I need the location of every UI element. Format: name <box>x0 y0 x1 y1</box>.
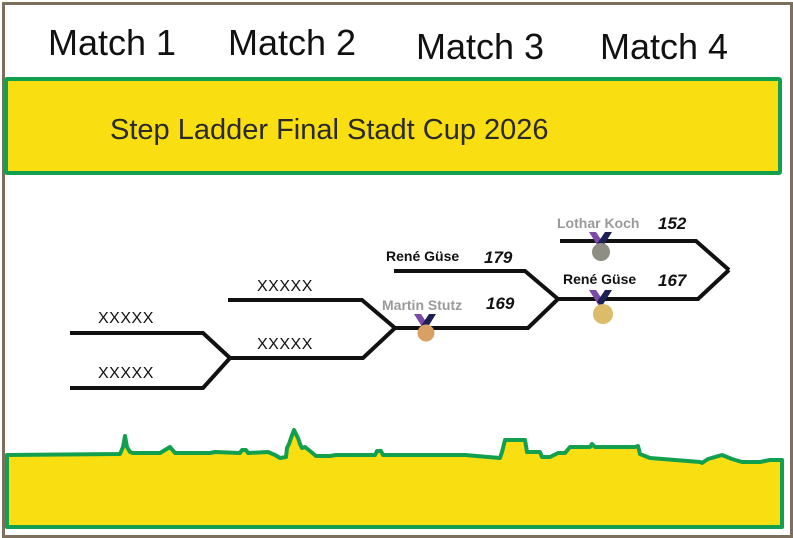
silver-medal-icon <box>589 232 612 261</box>
match4-player1-score: 152 <box>658 214 687 233</box>
match-4-header: Match 4 <box>600 26 729 67</box>
match4-player2-score: 167 <box>658 271 687 290</box>
match-3-header: Match 3 <box>416 26 545 67</box>
match1-player2-name: XXXXX <box>98 365 154 382</box>
match3-player1-score: 179 <box>484 248 513 267</box>
city-skyline <box>5 428 784 529</box>
match3-player2-score: 169 <box>486 294 515 313</box>
match3-player1-name: René Güse <box>386 248 460 264</box>
match3-line-top <box>394 269 560 301</box>
match2-line-top <box>228 298 397 330</box>
match1-line-bottom <box>70 356 232 390</box>
match-2-header: Match 2 <box>228 22 357 63</box>
match4-player2-name: René Güse <box>563 271 637 287</box>
match-1-header: Match 1 <box>48 22 177 63</box>
match2-line-bottom <box>228 326 397 360</box>
gold-medal-icon <box>589 290 613 324</box>
match3-line-bottom <box>395 297 560 330</box>
match4-player1-name: Lothar Koch <box>557 215 640 231</box>
match2-player1-name: XXXXX <box>257 278 313 295</box>
match4-line-top <box>560 239 731 272</box>
bronze-medal-icon <box>414 314 436 342</box>
title-banner: Step Ladder Final Stadt Cup 2026 <box>4 77 782 175</box>
match3-player2-name: Martin Stutz <box>382 297 463 313</box>
match1-line-top <box>70 331 232 360</box>
match2-player2-name: XXXXX <box>257 336 313 353</box>
match1-player1-name: XXXXX <box>98 310 154 327</box>
banner-title: Step Ladder Final Stadt Cup 2026 <box>110 114 549 146</box>
